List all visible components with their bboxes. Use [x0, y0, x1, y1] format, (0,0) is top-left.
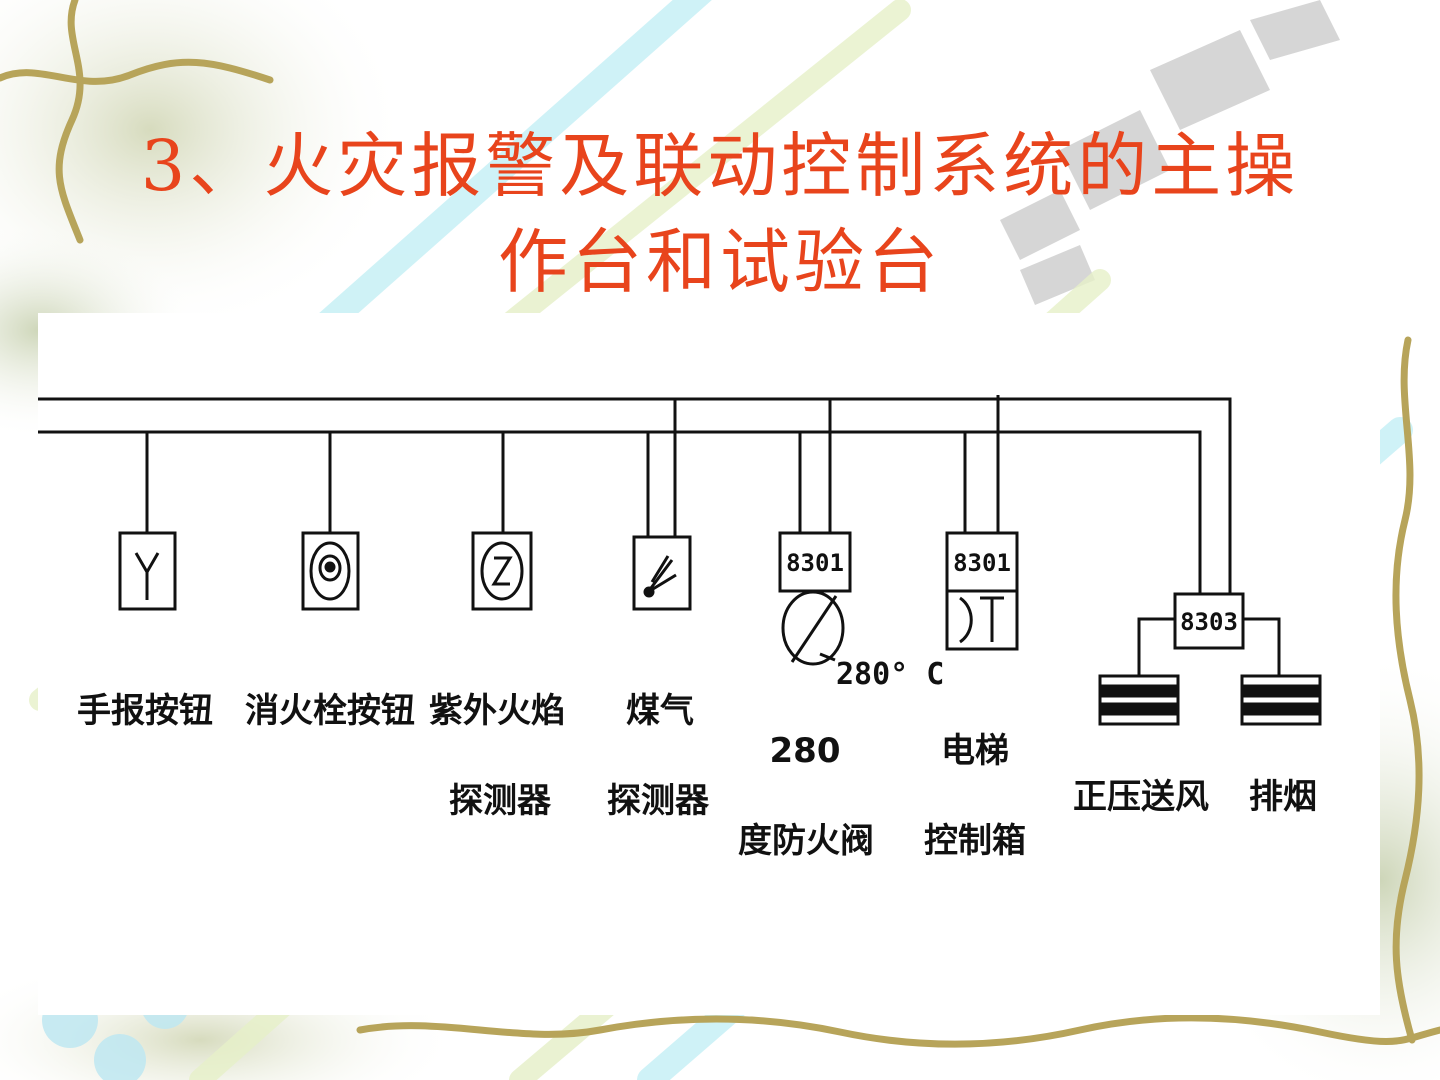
damper-temperature: 280° C [836, 657, 944, 692]
diagram-panel [38, 313, 1380, 1015]
pressure-fan-icon [1098, 674, 1180, 726]
label-damper-line2: 度防火阀 [738, 821, 874, 861]
title-line-1: 3、火灾报警及联动控制系统的主操 [140, 125, 1300, 207]
label-gas-line2: 探测器 [607, 781, 710, 821]
label-manual-alarm: 手报按钮 [77, 691, 213, 731]
elevator-module-code: 8301 [953, 549, 1011, 577]
grey-watermark [1000, 0, 1340, 305]
bus-line-top [38, 397, 1232, 594]
uv-flame-detector-icon [471, 531, 533, 611]
elevator-control-icon [945, 531, 1019, 651]
module-icon [1137, 592, 1281, 676]
slide-title: 3、火灾报警及联动控制系统的主操 作台和试验台 [60, 118, 1380, 310]
label-damper-line1: 280 [770, 731, 841, 771]
manual-alarm-button-icon [118, 531, 177, 611]
label-uv-flame-line1: 紫外火焰 [429, 691, 565, 731]
label-elevator-line1: 电梯 [941, 731, 1009, 771]
ventilation-module-code: 8303 [1180, 608, 1238, 636]
label-uv-flame-line2: 探测器 [449, 781, 552, 821]
fire-damper-icon [778, 531, 852, 666]
label-hydrant-button: 消火栓按钮 [245, 691, 415, 731]
label-gas-line1: 煤气 [626, 691, 694, 731]
bus-line-bottom [38, 430, 1202, 594]
exhaust-fan-icon [1240, 674, 1322, 726]
label-pressure-fan: 正压送风 [1073, 777, 1209, 817]
vine-border [0, 0, 1440, 1048]
title-line-2: 作台和试验台 [498, 221, 942, 303]
hydrant-button-icon [301, 531, 360, 611]
label-elevator-line2: 控制箱 [924, 821, 1026, 861]
label-exhaust: 排烟 [1249, 777, 1317, 817]
gas-detector-icon [632, 535, 692, 611]
damper-module-code: 8301 [786, 549, 844, 577]
